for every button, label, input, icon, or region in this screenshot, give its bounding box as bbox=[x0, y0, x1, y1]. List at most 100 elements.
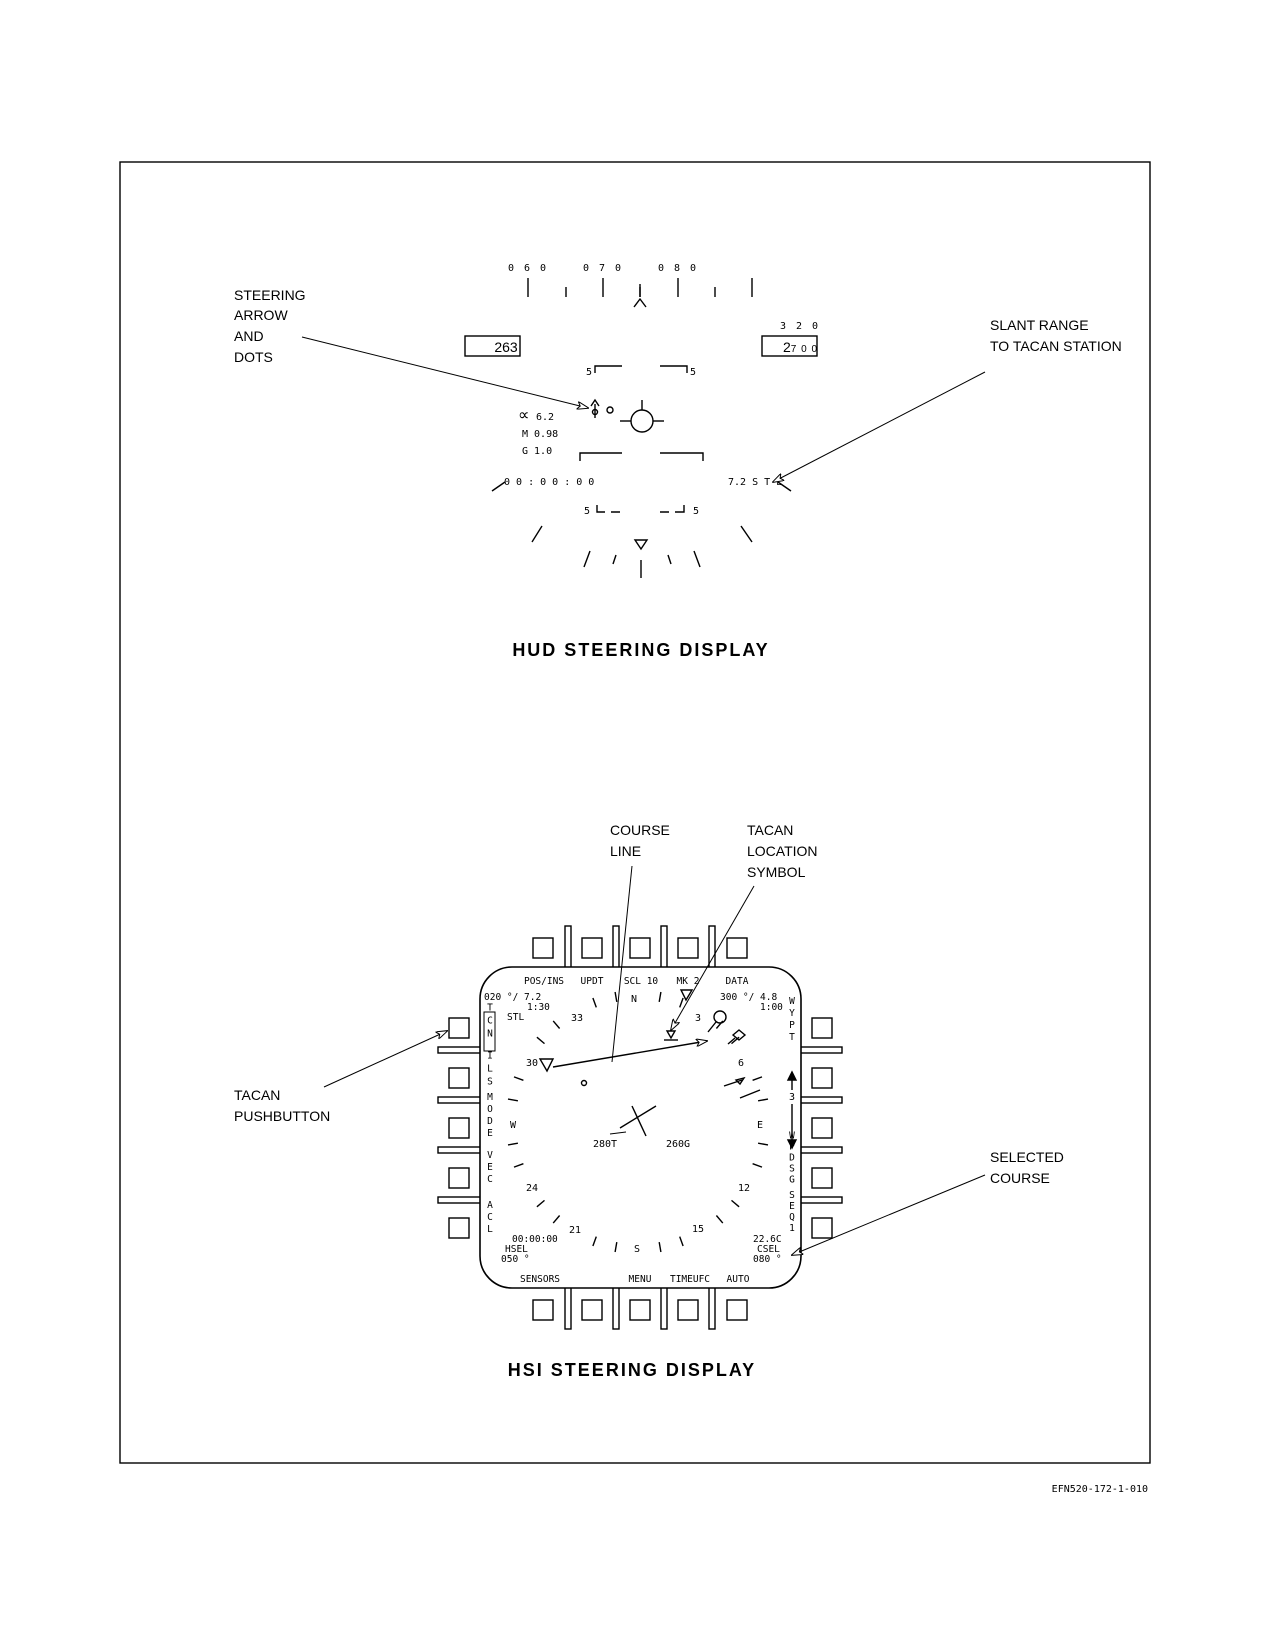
hsi-option-posins: POS/INS bbox=[524, 976, 564, 987]
compass-tick bbox=[658, 1241, 662, 1253]
compass-tick bbox=[752, 1163, 763, 1168]
hud-horizon-right bbox=[660, 452, 704, 461]
callout-steering-line-2: ARROW bbox=[234, 307, 288, 323]
pb-left-mode[interactable] bbox=[448, 1117, 470, 1139]
hsi-option-seq: SEQ1 bbox=[787, 1190, 798, 1234]
hud-heading-060: 0 6 0 bbox=[508, 263, 548, 274]
hud-pitch-label-ll: 5 bbox=[584, 506, 592, 517]
hsi-option-scl: SCL 10 bbox=[624, 976, 659, 987]
hsi-compass-30: 30 bbox=[526, 1058, 538, 1069]
pb-top-1[interactable] bbox=[532, 937, 554, 959]
compass-tick bbox=[507, 1142, 519, 1146]
hsi-compass-6: 6 bbox=[738, 1058, 744, 1069]
hsi-tcn-box bbox=[483, 1011, 496, 1052]
compass-tick bbox=[658, 991, 662, 1003]
pb-left-ils[interactable] bbox=[448, 1067, 470, 1089]
pb-left-tcn[interactable] bbox=[448, 1017, 470, 1039]
compass-tick bbox=[614, 1241, 618, 1253]
hud-pitch-label-ur: 5 bbox=[690, 367, 698, 378]
hsi-screen bbox=[479, 966, 802, 1289]
callout-selected-course-leader bbox=[792, 1174, 986, 1255]
hsi-pushbuttons-right bbox=[811, 1017, 833, 1239]
callout-selected-course: SELECTED COURSE bbox=[792, 1149, 1064, 1255]
hud-pitch-label-lr: 5 bbox=[693, 506, 701, 517]
pb-right-2[interactable] bbox=[811, 1067, 833, 1089]
hud-horizon-left bbox=[579, 452, 622, 461]
hud-bank-pointer bbox=[633, 539, 649, 551]
hud-pitch-bar-lr bbox=[660, 505, 685, 513]
pb-right-5[interactable] bbox=[811, 1217, 833, 1239]
hsi-waypoint-marker bbox=[538, 1058, 555, 1073]
pb-left-acl[interactable] bbox=[448, 1217, 470, 1239]
hsi-small-dot bbox=[580, 1079, 588, 1087]
hsi-option-mk: MK 2 bbox=[677, 976, 700, 987]
pb-bottom-5[interactable] bbox=[726, 1299, 748, 1321]
hsi-ground-track-pointer bbox=[609, 1131, 627, 1135]
pb-bottom-1[interactable] bbox=[532, 1299, 554, 1321]
hsi-compass-3: 3 bbox=[695, 1013, 701, 1024]
compass-tick bbox=[592, 1236, 597, 1247]
pb-top-3[interactable] bbox=[629, 937, 651, 959]
compass-tick bbox=[507, 1098, 519, 1102]
hud-velocity-vector bbox=[620, 400, 664, 433]
hsi-compass-w: W bbox=[510, 1120, 517, 1131]
hsi-option-menu: MENU bbox=[629, 1274, 652, 1285]
compass-tick bbox=[614, 991, 618, 1003]
hsi-option-data: DATA bbox=[726, 976, 749, 987]
hsi-tacan-time: 1:30 bbox=[527, 1002, 550, 1013]
callout-steering-arrow: STEERING ARROW AND DOTS bbox=[234, 287, 588, 408]
hsi-waypoint-time: 1:00 bbox=[760, 1002, 783, 1013]
callout-steering-line-1: STEERING bbox=[234, 287, 306, 303]
compass-tick bbox=[679, 997, 684, 1008]
pb-top-5[interactable] bbox=[726, 937, 748, 959]
hud-aoa-symbol: ∝ bbox=[518, 407, 529, 424]
hud-g: G 1.0 bbox=[522, 446, 552, 457]
figure-id: EFN520-172-1-010 bbox=[1052, 1484, 1148, 1495]
hsi-option-vec: VEC bbox=[485, 1150, 496, 1186]
pb-bottom-4[interactable] bbox=[677, 1299, 699, 1321]
pb-bottom-3[interactable] bbox=[629, 1299, 651, 1321]
compass-tick bbox=[757, 1142, 769, 1146]
callout-steering-line-3: AND bbox=[234, 328, 264, 344]
pb-top-2[interactable] bbox=[581, 937, 603, 959]
pb-right-3[interactable] bbox=[811, 1117, 833, 1139]
pb-top-4[interactable] bbox=[677, 937, 699, 959]
callout-tacan-pushbutton-leader bbox=[323, 1031, 447, 1088]
compass-tick bbox=[752, 1076, 763, 1081]
hsi-option-timeufc: TIMEUFC bbox=[670, 1274, 710, 1285]
callout-steering-line-4: DOTS bbox=[234, 349, 273, 365]
pb-right-4[interactable] bbox=[811, 1167, 833, 1189]
hud-timer: 0 0 : 0 0 : 0 0 bbox=[504, 477, 594, 488]
callout-steering-leader bbox=[301, 336, 588, 408]
hsi-waypoint-stepper bbox=[786, 1070, 798, 1150]
compass-tick bbox=[552, 1020, 561, 1029]
hud-pitch-bar-ur bbox=[660, 365, 688, 373]
hsi-waypoint-bearing-range: 300 °/ 4.8 bbox=[720, 992, 777, 1003]
hsi-display: POS/INS UPDT SCL 10 MK 2 DATA SENSORS ME… bbox=[437, 925, 843, 1380]
callout-tacan-location-leader bbox=[671, 885, 755, 1030]
hsi-hsel-value: 050 ° bbox=[501, 1254, 530, 1265]
compass-tick bbox=[552, 1215, 561, 1224]
callout-slant-range-line-2: TO TACAN STATION bbox=[990, 338, 1122, 354]
hsi-compass-12: 12 bbox=[738, 1183, 750, 1194]
hsi-tacan-bearing-range: 020 °/ 7.2 bbox=[484, 992, 541, 1003]
compass-tick bbox=[592, 997, 597, 1008]
hsi-true-heading: 280T bbox=[593, 1139, 617, 1150]
hud-altitude-prefix: 2 bbox=[783, 339, 791, 355]
compass-tick bbox=[731, 1199, 740, 1208]
hsi-hsel-label: HSEL bbox=[505, 1244, 528, 1255]
hsi-compass-24: 24 bbox=[526, 1183, 538, 1194]
hsi-compass-15: 15 bbox=[692, 1224, 704, 1235]
hud-title: HUD STEERING DISPLAY bbox=[512, 640, 769, 660]
hud-tacan-range: 7.2 S T L bbox=[728, 477, 782, 488]
hud-heading-070: 0 7 0 bbox=[583, 263, 623, 274]
hsi-option-acl: ACL bbox=[485, 1200, 496, 1236]
hud-heading-caret bbox=[633, 297, 647, 308]
callout-slant-range-line-1: SLANT RANGE bbox=[990, 317, 1089, 333]
callout-tacan-location-2: LOCATION bbox=[747, 843, 818, 859]
pb-left-vec[interactable] bbox=[448, 1167, 470, 1189]
compass-tick bbox=[679, 1236, 684, 1247]
pb-right-1[interactable] bbox=[811, 1017, 833, 1039]
pb-bottom-2[interactable] bbox=[581, 1299, 603, 1321]
hud-steering-dot bbox=[606, 406, 614, 414]
